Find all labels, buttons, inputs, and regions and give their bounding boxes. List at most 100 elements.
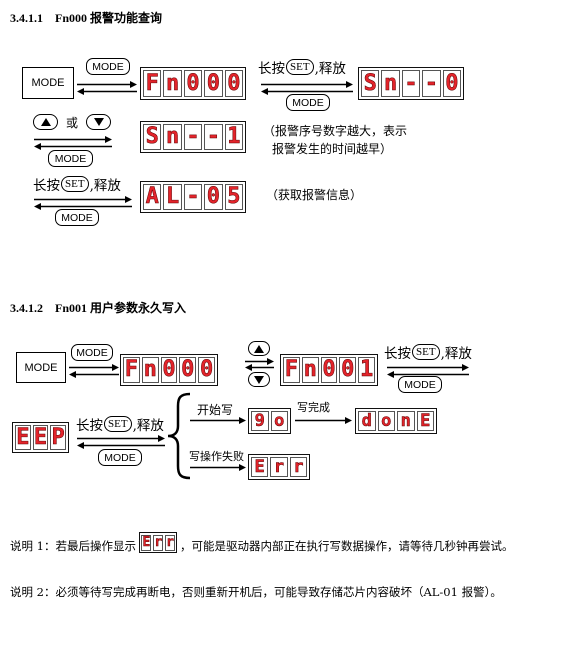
alarm-info-note: （获取报警信息） bbox=[266, 188, 363, 202]
alarm-order-note-line-2: 报警发生的时间越早） bbox=[272, 142, 393, 156]
section-title: Fn000 报警功能查询 bbox=[55, 11, 163, 25]
double-arrow-graphic bbox=[34, 196, 132, 210]
display-digit: n bbox=[163, 124, 182, 150]
alarm-order-note-line-1: （报警序号数字越大，表示 bbox=[263, 124, 408, 138]
up-or-down-keys: 或 bbox=[33, 113, 112, 131]
double-arrow bbox=[244, 357, 275, 371]
arrow-right bbox=[295, 415, 353, 425]
down-triangle-icon bbox=[93, 118, 104, 126]
long-press-set-label: 长按 SET ,释放 bbox=[258, 58, 346, 77]
long-press-prefix: 长按 bbox=[384, 346, 411, 362]
double-arrow-graphic bbox=[77, 435, 165, 449]
back-arrow-head bbox=[77, 88, 84, 95]
long-press-prefix: 长按 bbox=[33, 178, 60, 194]
display-digit: 0 bbox=[320, 357, 338, 383]
mode-key-label: MODE bbox=[98, 449, 142, 466]
long-press-set-label: 长按 SET ,释放 bbox=[384, 343, 472, 362]
mode-key-label: MODE bbox=[398, 376, 442, 393]
display-digit: 0 bbox=[198, 357, 215, 383]
down-key-icon bbox=[86, 114, 112, 130]
mode-key-label: MODE bbox=[86, 58, 130, 75]
forward-arrow-head bbox=[112, 364, 119, 371]
display-digit: P bbox=[50, 424, 67, 450]
long-press-set-label: 长按 SET ,释放 bbox=[33, 175, 121, 194]
back-arrow-head bbox=[245, 364, 252, 371]
display-digit: r bbox=[289, 457, 307, 477]
section-number: 3.4.1.1 bbox=[10, 11, 43, 25]
double-arrow bbox=[68, 362, 120, 378]
double-arrow-graphic bbox=[69, 364, 119, 378]
set-key: SET bbox=[104, 416, 132, 432]
branch-complete-label: 写完成 bbox=[297, 401, 330, 414]
display-digit: E bbox=[416, 411, 434, 431]
display-digit: F bbox=[283, 357, 300, 383]
brace-path bbox=[167, 392, 191, 480]
double-arrow-graphic bbox=[387, 364, 469, 378]
display-digit: 9 bbox=[251, 411, 269, 431]
down-triangle-icon bbox=[254, 375, 264, 384]
display-digit: n bbox=[397, 411, 415, 431]
arrow-head bbox=[239, 464, 246, 471]
display-digit: F bbox=[143, 70, 162, 97]
display-digit: 0 bbox=[183, 70, 203, 97]
display-digit: - bbox=[401, 70, 421, 97]
long-press-suffix: ,释放 bbox=[314, 61, 346, 77]
set-key: SET bbox=[412, 344, 440, 360]
up-triangle-icon bbox=[254, 344, 264, 353]
display-digit: 5 bbox=[224, 184, 244, 210]
display-digit: S bbox=[143, 124, 162, 150]
double-arrow bbox=[76, 433, 166, 449]
section-heading-fn000: 3.4.1.1 Fn000 报警功能查询 bbox=[10, 9, 162, 26]
forward-arrow-head bbox=[130, 81, 137, 88]
display-digit: 1 bbox=[358, 357, 375, 383]
display-digit: 1 bbox=[224, 124, 244, 150]
double-arrow bbox=[260, 79, 354, 95]
arrow-head bbox=[345, 417, 352, 424]
section-number: 3.4.1.2 bbox=[10, 301, 43, 315]
back-arrow-head bbox=[34, 143, 41, 150]
long-press-suffix: ,释放 bbox=[89, 178, 121, 194]
display-digit: A bbox=[143, 184, 162, 210]
long-press-prefix: 长按 bbox=[258, 61, 285, 77]
mode-key-label: MODE bbox=[286, 94, 330, 111]
display-digit: 0 bbox=[204, 70, 223, 97]
forward-arrow-head bbox=[125, 196, 132, 203]
display-digit: - bbox=[204, 124, 223, 150]
display-digit: - bbox=[183, 184, 203, 210]
display-digit: 0 bbox=[204, 184, 223, 210]
forward-arrow-head bbox=[346, 81, 353, 88]
display-digit: E bbox=[15, 424, 31, 450]
forward-arrow-head bbox=[105, 136, 112, 143]
arrow-graphic bbox=[190, 464, 246, 471]
long-press-suffix: ,释放 bbox=[440, 346, 472, 362]
display-digit: o bbox=[377, 411, 395, 431]
double-arrow bbox=[33, 134, 113, 150]
display-digit: n bbox=[301, 357, 319, 383]
display-digit: F bbox=[123, 357, 140, 383]
double-arrow bbox=[386, 362, 470, 378]
display-digit: r bbox=[270, 457, 288, 477]
up-triangle-icon bbox=[40, 118, 51, 126]
arrow-graphic bbox=[190, 417, 246, 424]
double-arrow-graphic bbox=[34, 136, 112, 150]
up-key-icon bbox=[248, 341, 270, 356]
back-arrow-head bbox=[69, 371, 76, 378]
